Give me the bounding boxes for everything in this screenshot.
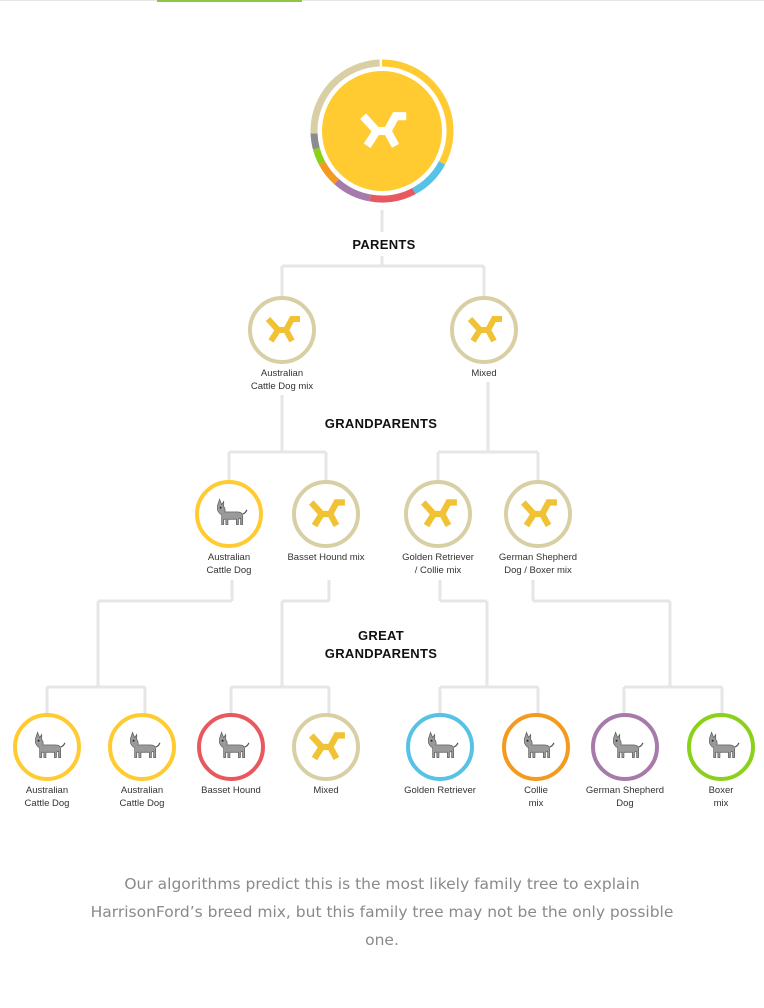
parents-heading: PARENTS <box>352 237 416 252</box>
dog-icon <box>35 731 66 758</box>
great-grandparent-node-3[interactable]: Basset Hound <box>197 713 265 796</box>
root-node[interactable] <box>307 56 457 206</box>
dog-icon <box>524 731 555 758</box>
node-name: Basset Hound mix <box>287 552 365 563</box>
great-grandparent-node-8[interactable]: Boxer mix <box>687 713 755 809</box>
node-ring <box>687 713 755 781</box>
great-grandparent-node-5[interactable]: Golden Retriever <box>404 713 476 796</box>
dog-icon <box>130 731 161 758</box>
node-name: Australian Cattle Dog <box>24 785 70 809</box>
node-ring <box>450 296 518 364</box>
node-name: Golden Retriever / Collie mix <box>402 552 474 576</box>
node-name: Australian Cattle Dog <box>206 552 252 576</box>
dog-icon <box>613 731 644 758</box>
node-ring <box>502 713 570 781</box>
node-ring <box>406 713 474 781</box>
node-name: Collie mix <box>524 785 548 809</box>
node-name: Golden Retriever <box>404 785 476 796</box>
dog-icon <box>217 498 248 525</box>
great-grandparent-node-2[interactable]: Australian Cattle Dog <box>108 713 176 809</box>
ancestry-segment-3 <box>369 187 416 203</box>
root-ring <box>310 59 454 203</box>
node-name: Basset Hound <box>201 785 261 796</box>
dog-icon <box>709 731 740 758</box>
mix-icon <box>360 112 407 149</box>
great-grandparent-node-1[interactable]: Australian Cattle Dog <box>13 713 81 809</box>
node-ring <box>292 713 360 781</box>
mix-icon <box>520 499 557 528</box>
node-name: Australian Cattle Dog <box>119 785 165 809</box>
node-ring <box>108 713 176 781</box>
ancestry-segment-1 <box>381 59 454 165</box>
dog-icon <box>219 731 250 758</box>
great-grandparents-heading: GREAT GRANDPARENTS <box>324 628 438 661</box>
mix-icon <box>308 732 345 761</box>
ancestry-segment-8 <box>310 59 380 134</box>
tree-connectors <box>45 210 724 714</box>
grandparent-node-2[interactable]: Basset Hound mix <box>287 480 365 563</box>
node-name: German Shepherd Dog <box>585 785 665 809</box>
parent-node-1[interactable]: Australian Cattle Dog mix <box>248 296 316 392</box>
mix-icon <box>467 316 502 343</box>
ancestry-segment-5 <box>318 161 339 185</box>
mix-icon <box>308 499 345 528</box>
ancestry-segment-7 <box>310 133 320 150</box>
node-ring <box>195 480 263 548</box>
grandparent-node-3[interactable]: Golden Retriever / Collie mix <box>402 480 474 576</box>
node-ring <box>404 480 472 548</box>
grandparents-heading: GRANDPARENTS <box>324 416 438 431</box>
node-ring <box>504 480 572 548</box>
dog-icon <box>428 731 459 758</box>
ancestry-segment-4 <box>334 178 371 202</box>
node-ring <box>292 480 360 548</box>
active-tab-indicator <box>157 0 302 2</box>
grandparent-node-4[interactable]: German Shepherd Dog / Boxer mix <box>499 480 577 576</box>
node-ring <box>197 713 265 781</box>
node-name: German Shepherd Dog / Boxer mix <box>498 552 578 576</box>
footer-disclaimer: Our algorithms predict this is the most … <box>90 875 674 949</box>
node-name: Boxer mix <box>708 785 734 809</box>
parent-node-2[interactable]: Mixed <box>450 296 518 379</box>
node-ring <box>248 296 316 364</box>
mix-icon <box>420 499 457 528</box>
ancestry-segment-2 <box>412 161 446 195</box>
node-name: Mixed <box>313 785 339 796</box>
great-grandparent-node-4[interactable]: Mixed <box>292 713 360 796</box>
great-grandparent-node-6[interactable]: Collie mix <box>502 713 570 809</box>
node-name: Mixed <box>471 368 497 379</box>
great-grandparent-node-7[interactable]: German Shepherd Dog <box>586 713 664 809</box>
mix-icon <box>265 316 300 343</box>
node-ring <box>591 713 659 781</box>
ancestry-segment-6 <box>312 147 326 165</box>
node-ring <box>13 713 81 781</box>
grandparent-node-1[interactable]: Australian Cattle Dog <box>195 480 263 576</box>
node-name: Australian Cattle Dog mix <box>250 368 314 392</box>
top-divider <box>0 0 764 1</box>
